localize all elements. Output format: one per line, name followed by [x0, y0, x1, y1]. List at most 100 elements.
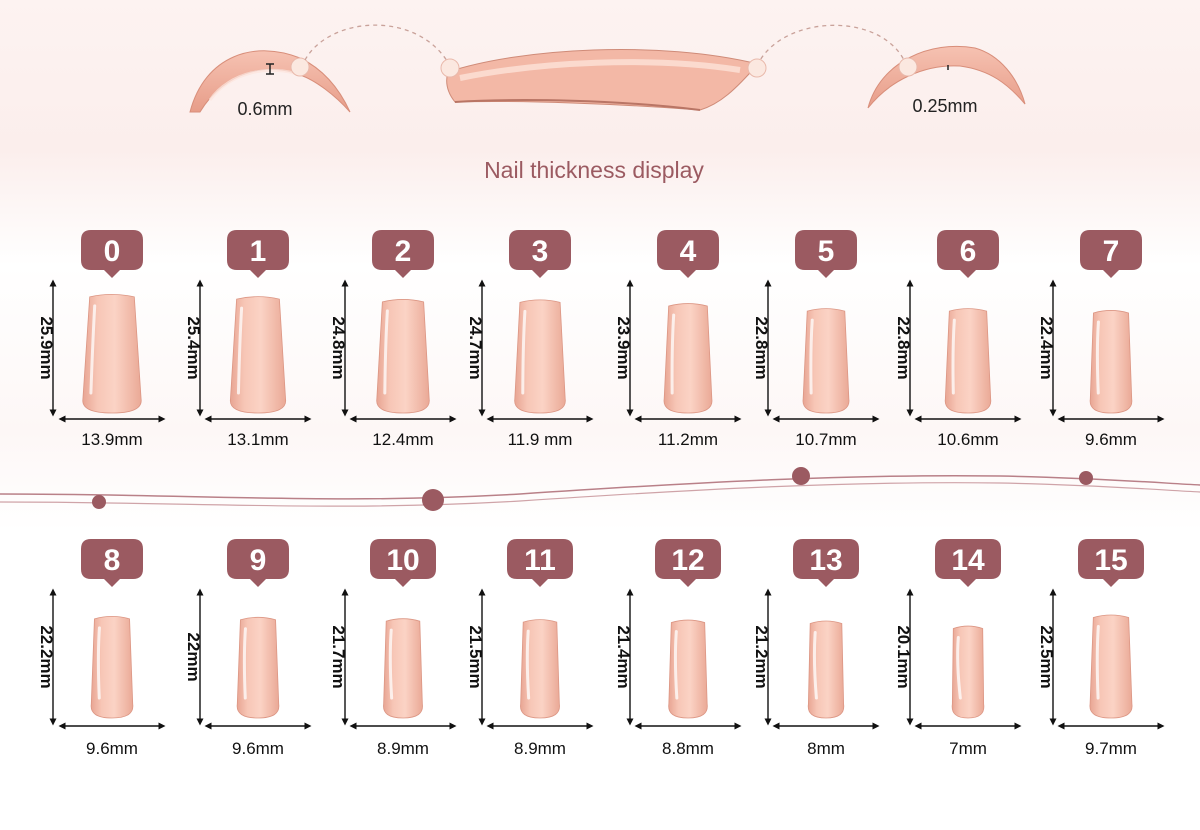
nail-tip: [230, 296, 286, 414]
connector-left: [304, 24, 451, 67]
size-number: 3: [532, 235, 549, 268]
size-badge: [657, 230, 719, 278]
size-number: 10: [386, 544, 419, 577]
size-badge: [372, 230, 434, 278]
nail-tip: [383, 618, 423, 719]
length-label: 22.8mm: [752, 316, 771, 379]
thick-nail-cross-section: [189, 50, 351, 113]
size-badge: [1078, 539, 1144, 587]
width-label: 9.7mm: [1085, 739, 1137, 758]
length-label: 21.4mm: [614, 625, 633, 688]
nail-highlight: [521, 309, 527, 395]
length-label: 25.4mm: [184, 316, 203, 379]
size-number: 5: [818, 235, 835, 268]
size-grid: 025.9mm13.9mm125.4mm13.1mm224.8mm12.4mm3…: [37, 230, 1165, 758]
nail-tip: [668, 619, 708, 719]
nail-highlight: [236, 306, 244, 395]
size-badge: [81, 230, 143, 278]
nail-tip: [236, 616, 280, 719]
size-cell-14: 14 20.1mm 7mm: [894, 539, 1022, 758]
nail-highlight: [388, 628, 394, 700]
length-label: 24.8mm: [329, 316, 348, 379]
size-badge: [795, 230, 857, 278]
width-label: 10.7mm: [795, 430, 856, 449]
size-number: 1: [250, 235, 267, 268]
width-label: 8.9mm: [514, 739, 566, 758]
size-number: 8: [104, 544, 121, 577]
wave-dot: [792, 467, 810, 485]
thin-nail-cross-section: [867, 45, 1026, 109]
width-label: 9.6mm: [1085, 430, 1137, 449]
length-label: 22mm: [184, 632, 203, 681]
nail-tip: [944, 308, 992, 414]
width-label: 13.1mm: [227, 430, 288, 449]
side-view-nail: [440, 49, 767, 111]
connector-right: [756, 24, 906, 67]
size-number: 12: [671, 544, 704, 577]
length-label: 23.9mm: [614, 316, 633, 379]
size-badge: [935, 539, 1001, 587]
width-label: 9.6mm: [86, 739, 138, 758]
length-label: 22.8mm: [894, 316, 913, 379]
nail-highlight: [951, 318, 956, 395]
size-number: 11: [524, 544, 556, 577]
nail-highlight: [956, 636, 962, 700]
size-cell-12: 12 21.4mm 8.8mm: [614, 539, 742, 758]
nail-highlight: [1095, 320, 1100, 395]
nail-tip: [802, 308, 850, 414]
nail-highlight: [96, 626, 101, 700]
length-label: 25.9mm: [37, 316, 56, 379]
width-label: 8.9mm: [377, 739, 429, 758]
width-label: 13.9mm: [81, 430, 142, 449]
nail-highlight: [809, 318, 814, 395]
nail-highlight: [812, 630, 818, 700]
size-cell-3: 3 24.7mm 11.9 mm: [466, 230, 594, 449]
nail-highlight: [1095, 625, 1100, 700]
size-cell-8: 8 22.2mm 9.6mm: [37, 539, 166, 758]
length-label: 20.1mm: [894, 625, 913, 688]
width-label: 11.9 mm: [508, 430, 573, 449]
page-title: Nail thickness display: [484, 157, 704, 183]
nail-tip: [1089, 614, 1133, 719]
size-number: 4: [680, 235, 697, 268]
thickness-illustration: 0.6mm 0.25mm: [189, 24, 1026, 119]
wave-dot: [422, 489, 444, 511]
width-label: 12.4mm: [372, 430, 433, 449]
size-number: 14: [951, 544, 985, 577]
size-cell-9: 9 22mm 9.6mm: [184, 539, 312, 758]
width-label: 11.2mm: [658, 430, 718, 449]
nail-tip: [663, 303, 713, 414]
length-label: 22.5mm: [1037, 625, 1056, 688]
wave-dot: [1079, 471, 1093, 485]
size-badge: [1080, 230, 1142, 278]
width-label: 9.6mm: [232, 739, 284, 758]
nail-highlight: [670, 313, 676, 395]
nail-highlight: [89, 304, 97, 395]
nail-highlight: [673, 630, 679, 700]
size-number: 13: [809, 544, 842, 577]
size-badge: [227, 230, 289, 278]
size-badge: [81, 539, 143, 587]
size-badge: [793, 539, 859, 587]
size-number: 9: [250, 544, 267, 577]
length-label: 21.2mm: [752, 625, 771, 688]
nail-tip: [376, 299, 430, 414]
length-label: 22.2mm: [37, 625, 56, 688]
width-label: 8.8mm: [662, 739, 714, 758]
size-badge: [509, 230, 571, 278]
length-label: 22.4mm: [1037, 316, 1056, 379]
size-cell-4: 4 23.9mm 11.2mm: [614, 230, 742, 449]
nail-highlight: [242, 627, 247, 700]
nail-tip: [90, 615, 134, 719]
length-label: 24.7mm: [466, 316, 485, 379]
width-label: 7mm: [949, 739, 987, 758]
wave-divider: [0, 467, 1200, 511]
